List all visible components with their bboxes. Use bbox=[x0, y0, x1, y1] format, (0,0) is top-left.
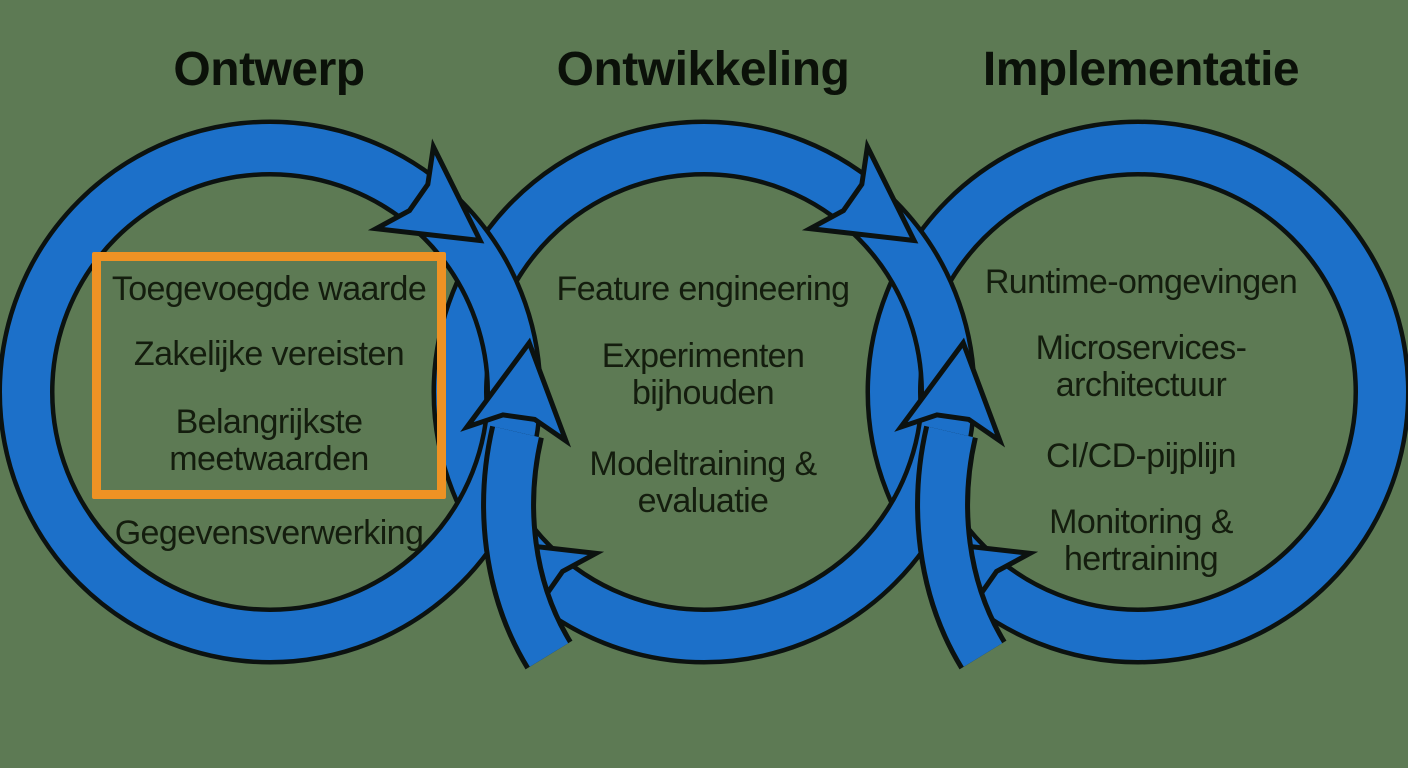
phase-item: Microservices- architectuur bbox=[1035, 329, 1247, 404]
phase-item: Modeltraining & evaluatie bbox=[589, 445, 817, 520]
phase-title-implementatie: Implementatie bbox=[982, 43, 1300, 96]
phase-item: Monitoring & hertraining bbox=[1049, 503, 1233, 578]
ascending-arrow-junction-2 bbox=[901, 336, 1013, 670]
ascending-arrow-junction-1 bbox=[467, 336, 579, 670]
phase-item: Toegevoegde waarde bbox=[111, 270, 427, 308]
phase-item: Experimenten bijhouden bbox=[601, 337, 805, 412]
phase-item: Runtime-omgevingen bbox=[984, 263, 1298, 301]
phase-item: CI/CD-pijplijn bbox=[1046, 437, 1237, 475]
highlight-box bbox=[92, 252, 446, 499]
phase-item: Zakelijke vereisten bbox=[133, 335, 405, 373]
phase-title-ontwikkeling: Ontwikkeling bbox=[556, 43, 850, 96]
phase-item: Feature engineering bbox=[556, 270, 851, 308]
phase-item: Belangrijkste meetwaarden bbox=[169, 403, 369, 478]
cycle-ring-implementatie bbox=[865, 119, 1408, 665]
phase-item: Gegevensverwerking bbox=[114, 514, 424, 552]
phase-title-ontwerp: Ontwerp bbox=[173, 43, 365, 96]
